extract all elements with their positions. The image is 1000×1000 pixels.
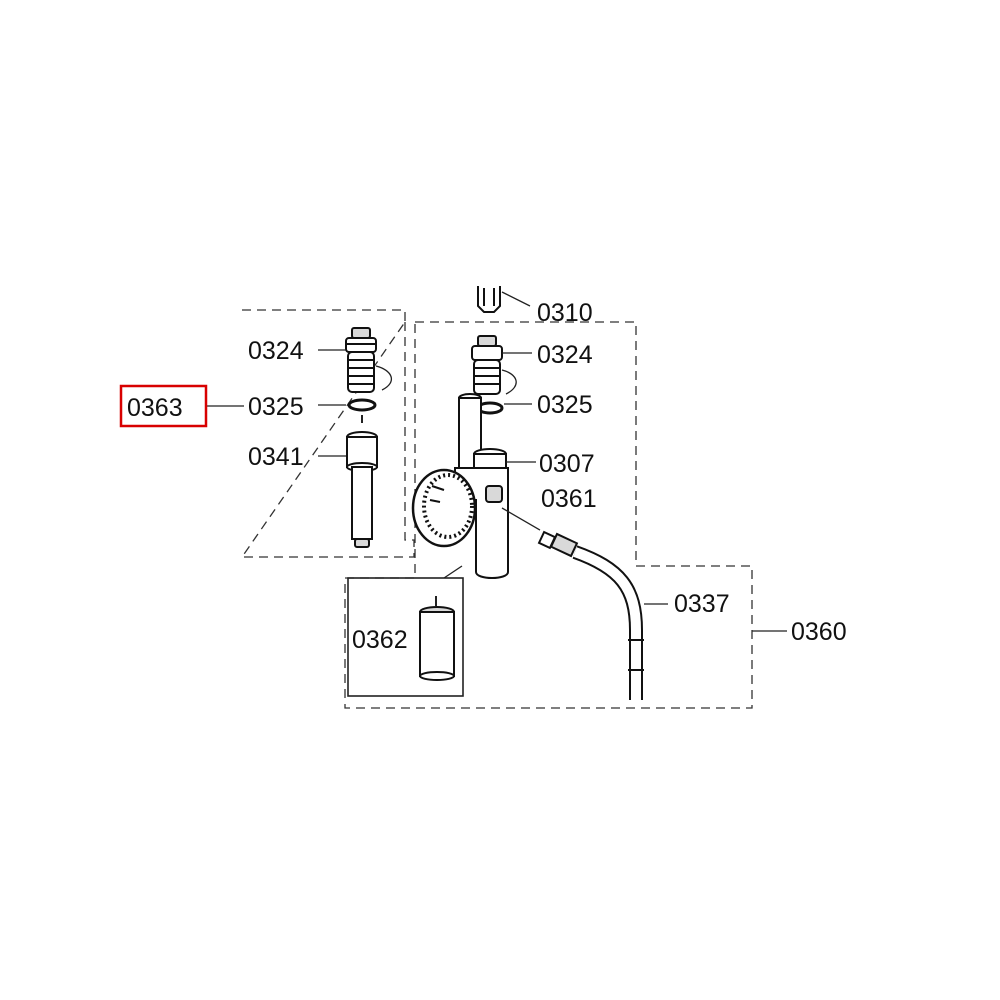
label-0337: 0337 (674, 590, 730, 618)
part-labels: 0310 0324 0324 0363 0325 0325 0341 0307 … (127, 299, 847, 654)
label-0310: 0310 (537, 299, 593, 327)
cylinder-0362 (419, 565, 463, 681)
o-ring-0325-left (347, 398, 377, 412)
label-0325-left: 0325 (248, 393, 304, 421)
group-box-0362 (347, 577, 464, 697)
label-0307: 0307 (539, 450, 595, 478)
nozzle-0310 (477, 286, 531, 313)
label-0341: 0341 (248, 443, 304, 471)
tube-0341 (346, 431, 378, 548)
valve-head-0324-right (471, 335, 517, 395)
label-0363[interactable]: 0363 (127, 394, 183, 422)
fitting-0361 (537, 530, 579, 558)
group-box-0363 (240, 309, 415, 558)
label-0360: 0360 (791, 618, 847, 646)
label-0361: 0361 (541, 485, 597, 513)
leader-lines (207, 349, 787, 632)
label-0325-right: 0325 (537, 391, 593, 419)
pipe-0337 (572, 545, 644, 700)
label-0324-left: 0324 (248, 337, 304, 365)
label-0324-right: 0324 (537, 341, 593, 369)
label-0362: 0362 (352, 626, 408, 654)
control-knob (411, 468, 477, 548)
highlight-box-0363 (119, 384, 208, 428)
valve-head-0324-left (345, 327, 392, 393)
